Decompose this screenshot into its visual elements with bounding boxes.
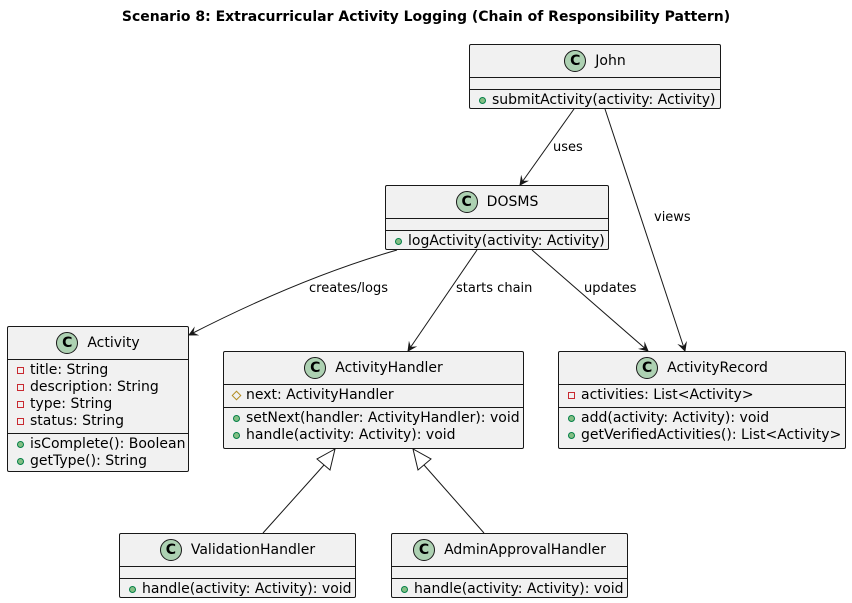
public-visibility-icon bbox=[395, 238, 402, 245]
attribute: type: String bbox=[8, 396, 188, 413]
class-activity[interactable]: C Activity title: String description: St… bbox=[7, 326, 189, 472]
protected-visibility-icon bbox=[231, 390, 242, 401]
attributes-compartment: next: ActivityHandler bbox=[224, 385, 523, 407]
method: setNext(handler: ActivityHandler): void bbox=[224, 410, 523, 427]
private-visibility-icon bbox=[568, 392, 575, 399]
class-name: Activity bbox=[87, 335, 140, 351]
edge-john-activityrecord bbox=[604, 108, 687, 352]
private-visibility-icon bbox=[17, 401, 24, 408]
class-name: ValidationHandler bbox=[190, 542, 316, 558]
class-name: John bbox=[595, 53, 626, 69]
inheritance-triangle-adminapproval bbox=[412, 448, 432, 471]
attribute: next: ActivityHandler bbox=[224, 387, 523, 404]
class-header: C AdminApprovalHandler bbox=[392, 534, 627, 566]
edge-label-updates: updates bbox=[584, 281, 637, 296]
class-john[interactable]: C John submitActivity(activity: Activity… bbox=[469, 44, 721, 109]
class-header: C ActivityRecord bbox=[559, 352, 845, 384]
class-name: ActivityHandler bbox=[335, 360, 443, 376]
method: handle(activity: Activity): void bbox=[224, 427, 523, 444]
attributes-compartment bbox=[392, 567, 627, 578]
inheritance-triangle-validation bbox=[316, 448, 336, 471]
public-visibility-icon bbox=[17, 458, 24, 465]
class-name: DOSMS bbox=[486, 194, 539, 210]
class-validation-handler[interactable]: C ValidationHandler handle(activity: Act… bbox=[119, 533, 356, 598]
private-visibility-icon bbox=[17, 367, 24, 374]
public-visibility-icon bbox=[233, 415, 240, 422]
public-visibility-icon bbox=[17, 441, 24, 448]
class-activity-record[interactable]: C ActivityRecord activities: List<Activi… bbox=[558, 351, 846, 449]
edge-adminapproval-activityhandler bbox=[423, 464, 485, 534]
public-visibility-icon bbox=[568, 432, 575, 439]
public-visibility-icon bbox=[129, 586, 136, 593]
public-visibility-icon bbox=[233, 432, 240, 439]
edge-john-dosms bbox=[519, 108, 575, 186]
edge-label-creates-logs: creates/logs bbox=[309, 281, 389, 296]
method: add(activity: Activity): void bbox=[559, 410, 845, 427]
class-stereotype-icon: C bbox=[304, 357, 327, 379]
method: handle(activity: Activity): void bbox=[120, 581, 355, 598]
methods-compartment: add(activity: Activity): void getVerifie… bbox=[559, 408, 845, 447]
edge-validation-activityhandler bbox=[262, 464, 325, 534]
method: logActivity(activity: Activity) bbox=[386, 233, 608, 250]
methods-compartment: setNext(handler: ActivityHandler): void … bbox=[224, 408, 523, 447]
method: handle(activity: Activity): void bbox=[392, 581, 627, 598]
class-header: C Activity bbox=[8, 327, 188, 359]
method: getVerifiedActivities(): List<Activity> bbox=[559, 427, 845, 444]
class-stereotype-icon: C bbox=[564, 50, 587, 72]
class-admin-approval-handler[interactable]: C AdminApprovalHandler handle(activity: … bbox=[391, 533, 628, 598]
methods-compartment: submitActivity(activity: Activity) bbox=[470, 90, 720, 112]
class-name: AdminApprovalHandler bbox=[444, 542, 606, 558]
class-header: C DOSMS bbox=[386, 186, 608, 218]
class-name: ActivityRecord bbox=[667, 360, 768, 376]
attributes-compartment: title: String description: String type: … bbox=[8, 360, 188, 433]
methods-compartment: isComplete(): Boolean getType(): String bbox=[8, 434, 188, 473]
method: submitActivity(activity: Activity) bbox=[470, 92, 720, 109]
private-visibility-icon bbox=[17, 384, 24, 391]
edge-dosms-activityhandler bbox=[407, 249, 478, 352]
attribute: activities: List<Activity> bbox=[559, 387, 845, 404]
attribute: status: String bbox=[8, 413, 188, 430]
class-dosms[interactable]: C DOSMS logActivity(activity: Activity) bbox=[385, 185, 609, 250]
class-stereotype-icon: C bbox=[413, 539, 436, 561]
class-stereotype-icon: C bbox=[159, 539, 182, 561]
method: isComplete(): Boolean bbox=[8, 436, 188, 453]
attributes-compartment: activities: List<Activity> bbox=[559, 385, 845, 407]
edge-label-starts-chain: starts chain bbox=[456, 281, 533, 296]
class-stereotype-icon: C bbox=[455, 191, 478, 213]
class-header: C ActivityHandler bbox=[224, 352, 523, 384]
methods-compartment: logActivity(activity: Activity) bbox=[386, 231, 608, 253]
class-stereotype-icon: C bbox=[56, 332, 79, 354]
methods-compartment: handle(activity: Activity): void bbox=[120, 579, 355, 601]
diagram-title: Scenario 8: Extracurricular Activity Log… bbox=[121, 9, 731, 25]
class-stereotype-icon: C bbox=[636, 357, 659, 379]
edge-label-uses: uses bbox=[553, 140, 583, 155]
class-header: C ValidationHandler bbox=[120, 534, 355, 566]
edge-dosms-activity bbox=[188, 249, 398, 336]
attributes-compartment bbox=[120, 567, 355, 578]
private-visibility-icon bbox=[17, 418, 24, 425]
attributes-compartment bbox=[470, 78, 720, 89]
edge-dosms-activityrecord bbox=[531, 249, 649, 352]
public-visibility-icon bbox=[568, 415, 575, 422]
attributes-compartment bbox=[386, 219, 608, 230]
public-visibility-icon bbox=[401, 586, 408, 593]
method: getType(): String bbox=[8, 453, 188, 470]
methods-compartment: handle(activity: Activity): void bbox=[392, 579, 627, 601]
edge-label-views: views bbox=[654, 210, 691, 225]
attribute: description: String bbox=[8, 379, 188, 396]
attribute: title: String bbox=[8, 362, 188, 379]
public-visibility-icon bbox=[479, 97, 486, 104]
class-activity-handler[interactable]: C ActivityHandler next: ActivityHandler … bbox=[223, 351, 524, 449]
class-header: C John bbox=[470, 45, 720, 77]
